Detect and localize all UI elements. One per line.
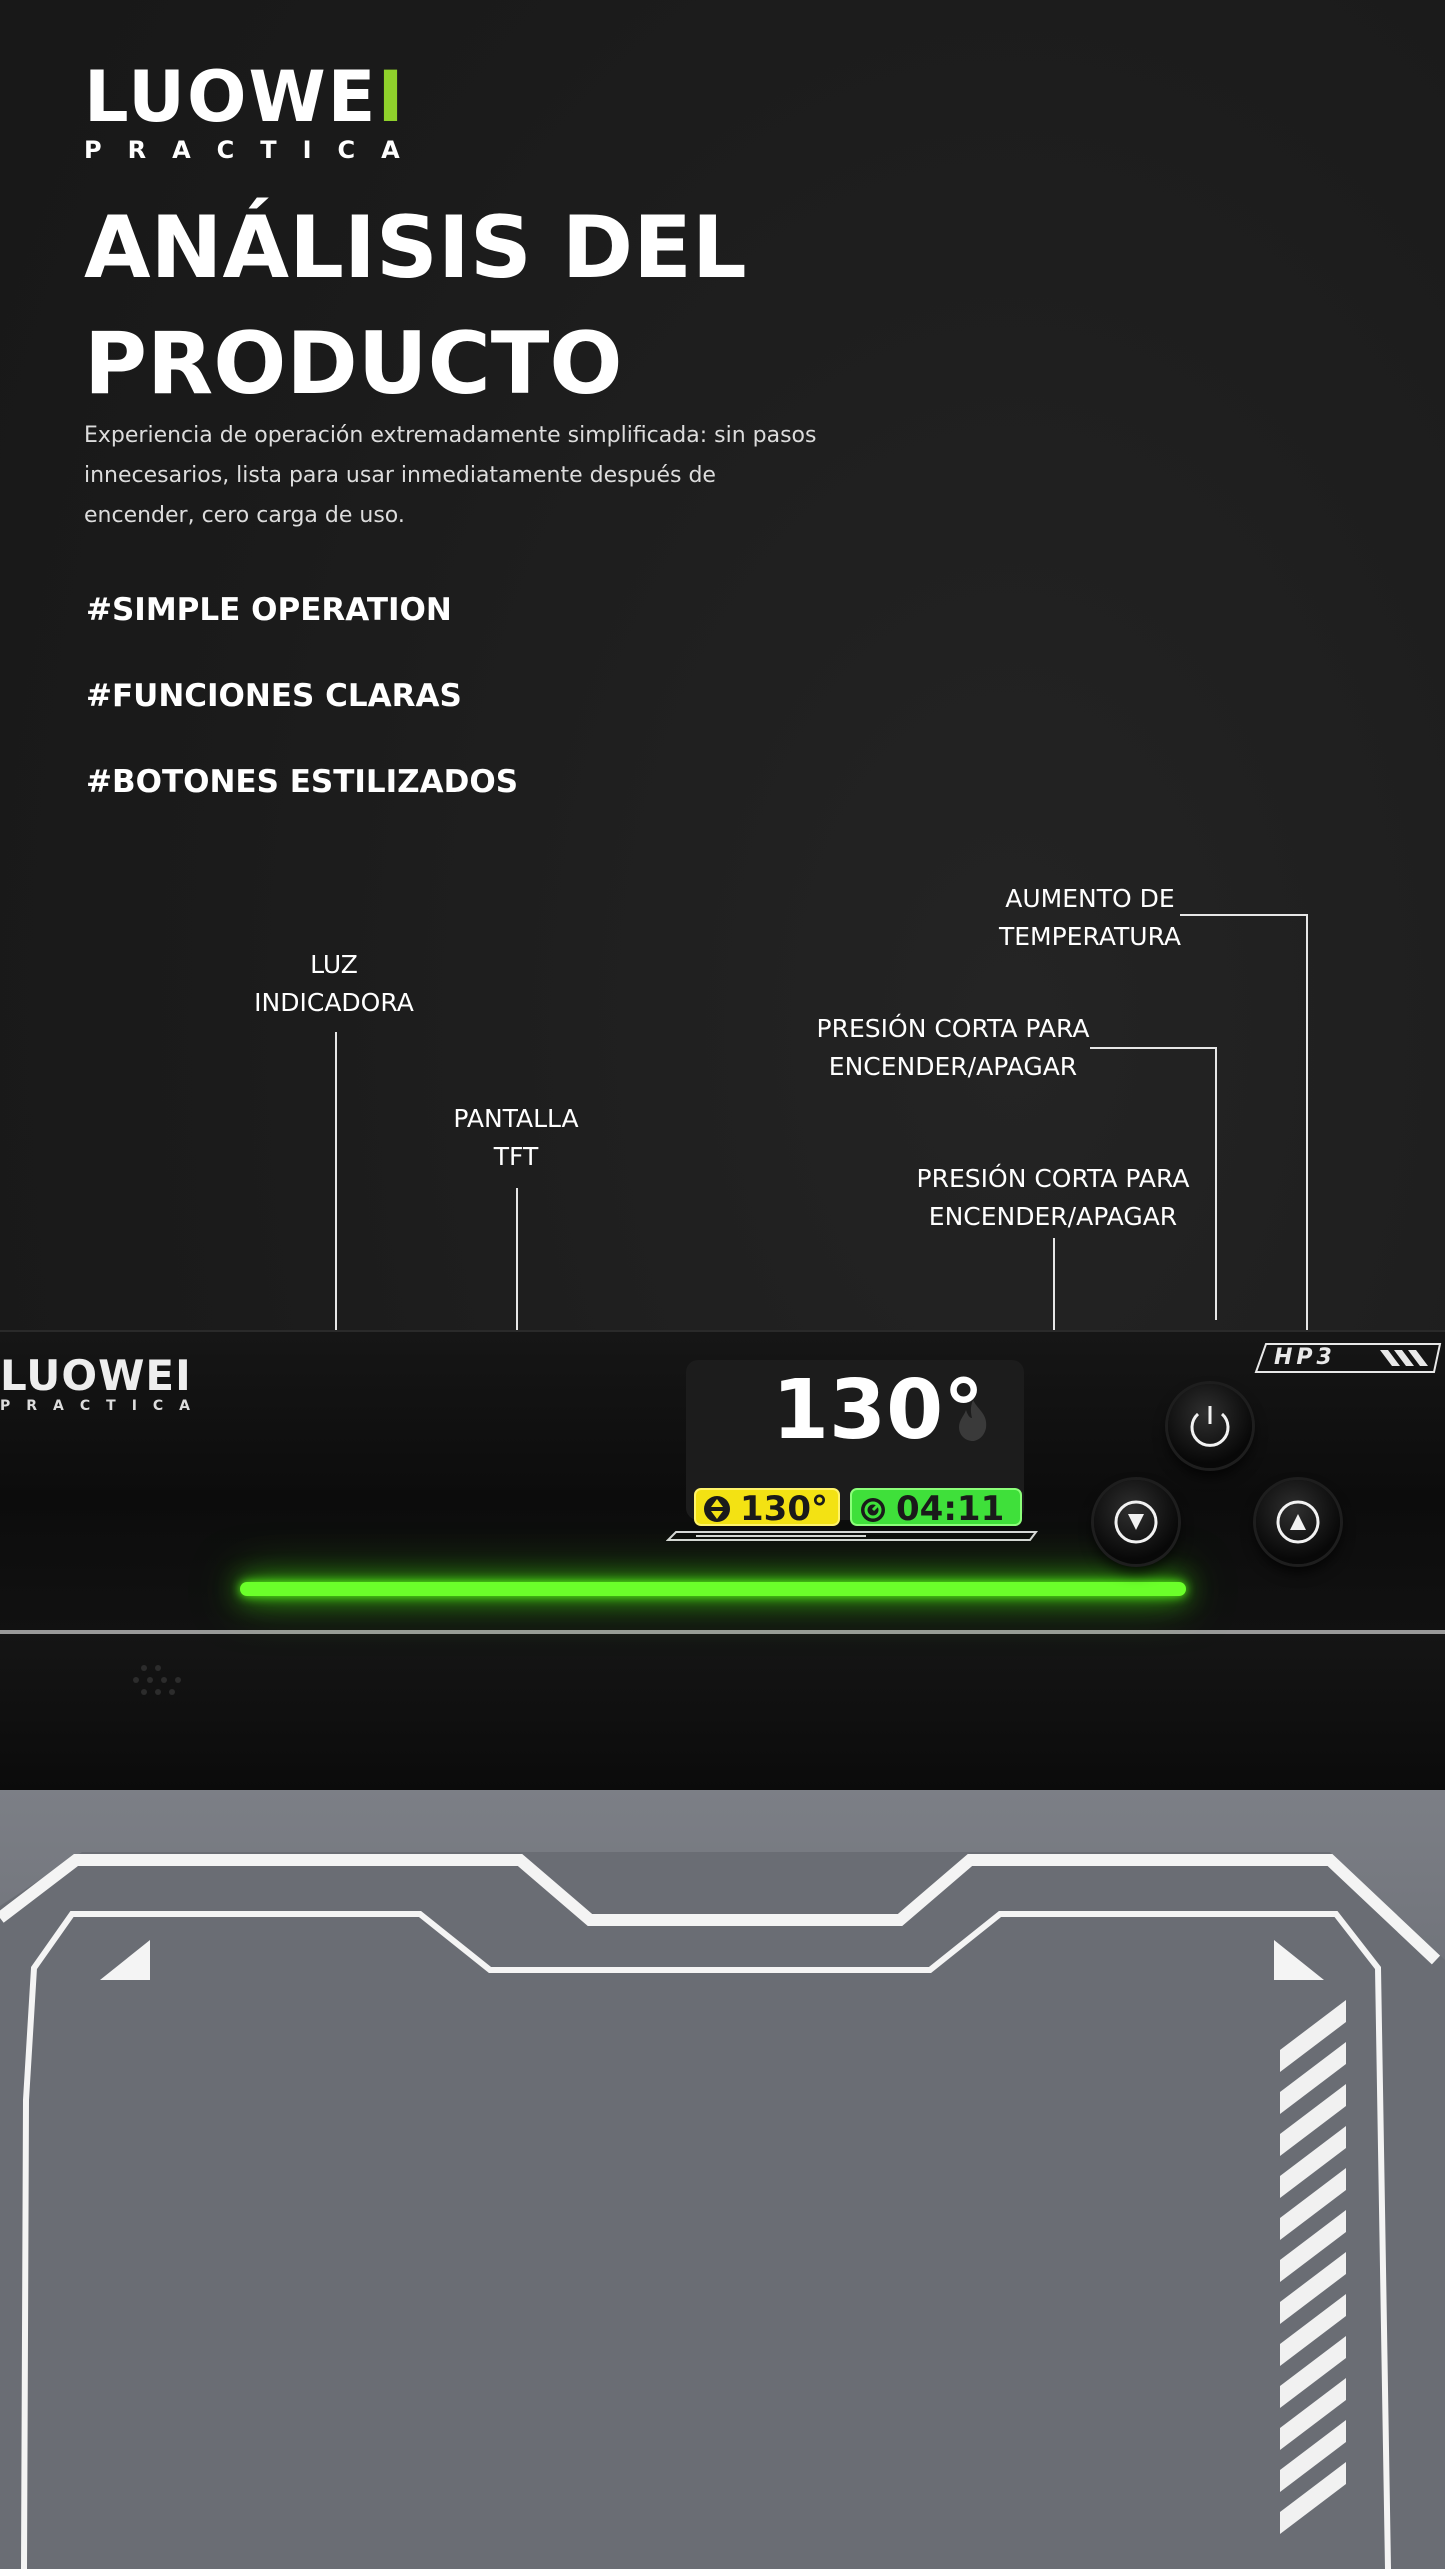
callout-power-2-line-1: PRESIÓN CORTA PARA	[916, 1164, 1190, 1193]
vent-holes	[133, 1665, 181, 1695]
arrow-up-icon	[1276, 1500, 1320, 1544]
callout-indicator-light: LUZ INDICADORA	[234, 946, 434, 1022]
callout-indicator-line-1: LUZ	[310, 950, 358, 979]
timer-badge: 04:11	[850, 1488, 1022, 1529]
model-plate	[1254, 1343, 1442, 1373]
temp-up-button[interactable]	[1256, 1480, 1340, 1564]
device-tray	[0, 1790, 1445, 2569]
device-brand-name: LUOWEI	[0, 1351, 192, 1400]
tft-screen: 130° 130° 04:11	[686, 1360, 1024, 1528]
title-line-2: PRODUCTO	[84, 314, 623, 414]
callout-power-1: PRESIÓN CORTA PARA ENCENDER/APAGAR	[800, 1010, 1106, 1086]
callout-temp-up: AUMENTO DE TEMPERATURA	[970, 880, 1210, 956]
leader-temp-up	[1180, 914, 1308, 1420]
device-lower	[0, 1634, 1445, 1790]
set-temperature-value: 130°	[740, 1489, 828, 1529]
brand-name: LUOWEI	[84, 62, 426, 132]
set-temperature-badge: 130°	[694, 1488, 840, 1529]
power-button[interactable]	[1168, 1384, 1252, 1468]
callout-indicator-line-2: INDICADORA	[254, 988, 414, 1017]
up-down-icon	[704, 1496, 730, 1522]
tray-stripes	[1280, 2000, 1346, 2534]
callout-temp-up-line-1: AUMENTO DE	[1005, 884, 1175, 913]
device-panel: LUOWEI PRACTICA 130° 130°	[0, 1330, 1445, 1790]
device-edge	[0, 1630, 1445, 1634]
timer-value: 04:11	[896, 1489, 1005, 1529]
screen-underline	[666, 1531, 1038, 1541]
callout-temp-up-line-2: TEMPERATURA	[998, 922, 1182, 951]
callout-screen-line-1: PANTALLA	[453, 1104, 579, 1133]
temp-down-button[interactable]	[1094, 1480, 1178, 1564]
tag-funciones-claras: #FUNCIONES CLARAS	[86, 678, 462, 714]
flame-icon	[959, 1400, 987, 1441]
brand-name-accent: I	[377, 56, 406, 138]
brand-name-main: LUOWE	[84, 56, 378, 138]
callout-power-2: PRESIÓN CORTA PARA ENCENDER/APAGAR	[900, 1160, 1206, 1236]
tag-simple-operation: #SIMPLE OPERATION	[86, 592, 452, 628]
tray-frame	[0, 1852, 1445, 2569]
screen-temperature: 130°	[772, 1363, 985, 1458]
leader-power-1	[1090, 1047, 1217, 1320]
callout-power-2-line-2: ENCENDER/APAGAR	[928, 1202, 1178, 1231]
callout-tft-screen: PANTALLA TFT	[416, 1100, 616, 1176]
timer-icon	[861, 1498, 885, 1522]
callout-power-1-line-2: ENCENDER/APAGAR	[828, 1052, 1078, 1081]
tag-botones-estilizados: #BOTONES ESTILIZADOS	[86, 764, 519, 800]
product-description: Experiencia de operación extremadamente …	[84, 423, 817, 528]
power-icon	[1190, 1406, 1230, 1447]
model-label: HP3	[1274, 1345, 1336, 1370]
brand-logo: LUOWEI PRACTICA	[84, 62, 426, 164]
brand-sub: PRACTICA	[84, 136, 426, 164]
device-brand-sub: PRACTICA	[0, 1398, 207, 1414]
indicator-light	[240, 1582, 1186, 1596]
page-title: ANÁLISIS DEL PRODUCTO	[84, 190, 747, 422]
callout-power-1-line-1: PRESIÓN CORTA PARA	[816, 1014, 1090, 1043]
device-brand-logo: LUOWEI PRACTICA	[0, 1351, 207, 1415]
callout-screen-line-2: TFT	[493, 1142, 539, 1171]
title-line-1: ANÁLISIS DEL	[84, 198, 747, 298]
arrow-down-icon	[1114, 1500, 1158, 1544]
feature-tags: #SIMPLE OPERATION #FUNCIONES CLARAS #BOT…	[86, 592, 518, 850]
